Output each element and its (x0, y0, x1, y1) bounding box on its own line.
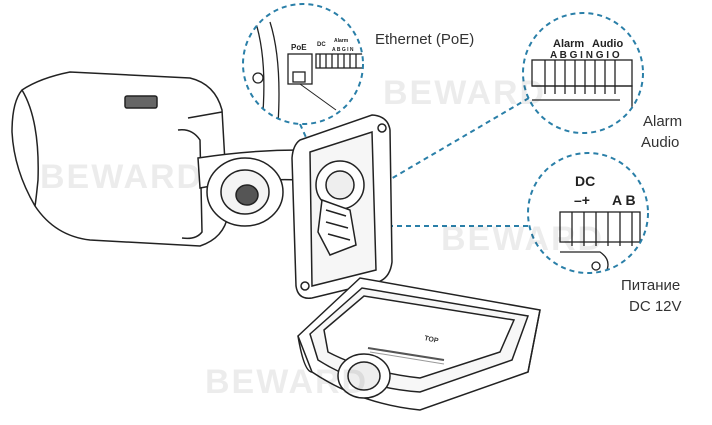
label-power: Питание (621, 277, 681, 294)
zoom-alarm-pins: A B G I N G I O (550, 50, 620, 61)
zoom-audio-label: Audio (592, 38, 623, 50)
poe-dc-label: DC (317, 42, 326, 48)
poe-label: PoE (291, 43, 307, 52)
poe-pins-label: A B G I N (332, 47, 354, 53)
label-dc-12v: DC 12V (629, 298, 682, 315)
poe-alarm-label: Alarm (334, 38, 349, 44)
watermark: BEWARD (383, 74, 547, 112)
junction-box (297, 277, 541, 411)
zoom-dc-polarity: –+ (574, 192, 590, 208)
label-audio: Audio (641, 134, 680, 151)
zoom-dc-ab: A B (612, 192, 636, 208)
zoom-dc-label: DC (575, 173, 595, 189)
zoom-poe: PoE DC Alarm A B G I N (242, 3, 364, 125)
watermark: BEWARD (441, 220, 605, 258)
zoom-alarm-label: Alarm (553, 38, 584, 50)
lid (291, 114, 393, 299)
leader-alarm (371, 97, 530, 191)
watermark: BEWARD (40, 158, 204, 196)
watermark: BEWARD (205, 363, 369, 401)
housing-top-mark: TOP (424, 335, 440, 345)
label-ethernet-poe: Ethernet (PoE) (375, 31, 475, 48)
zoom-alarm: Alarm Audio A B G I N G I O (522, 12, 644, 134)
label-alarm: Alarm (643, 113, 683, 130)
zoom-dc: DC –+ A B (527, 152, 649, 274)
